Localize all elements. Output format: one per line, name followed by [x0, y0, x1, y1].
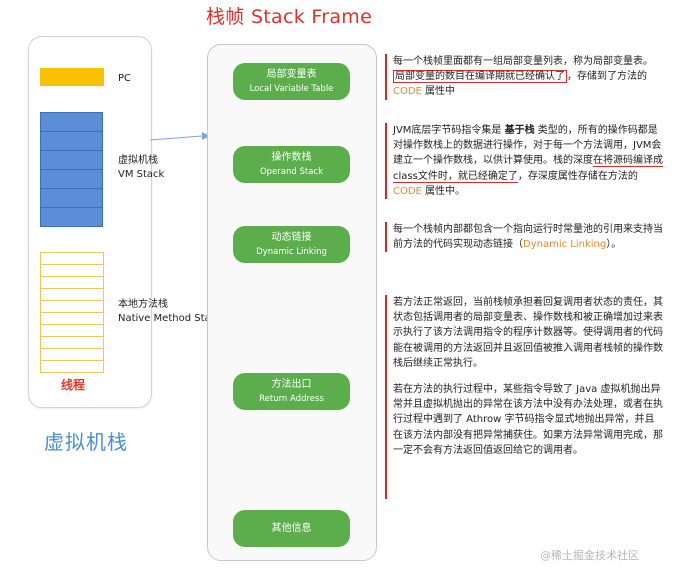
pc-register-box [40, 68, 104, 86]
vm-stack-cell [40, 188, 103, 208]
vm-stack-cell [40, 112, 103, 132]
frame-item-label-cn: 方法出口 [271, 378, 312, 390]
vm-stack-cell [40, 150, 103, 170]
thread-label: 线程 [61, 378, 86, 392]
watermark: @稀土掘金技术社区 [540, 549, 639, 562]
desc-text: 类型的，所有的操作码都是对操作数栈上的数据进行操作，对于每一个方法调用，JVM会… [393, 125, 662, 167]
operand-stack-description: JVM底层字节码指令集是 基于栈 类型的，所有的操作码都是对操作数栈上的数据进行… [385, 123, 663, 200]
desc-text: JVM底层字节码指令集是 [393, 125, 505, 136]
desc-text: 属性中 [421, 86, 456, 98]
native-stack-cell [40, 360, 104, 373]
diagram-title: 栈帧 Stack Frame [206, 6, 373, 28]
frame-item-label-cn: 其他信息 [271, 522, 312, 534]
frame-item-return-address: 方法出口 Return Address [233, 373, 350, 410]
vm-stack-label-cn: 虚拟机栈 [118, 155, 158, 166]
frame-item-other-info: 其他信息 [233, 510, 350, 547]
desc-text: ，存深度属性存储在方法的 [517, 170, 638, 182]
frame-item-label-cn: 动态链接 [271, 231, 312, 243]
native-stack-label-cn: 本地方法栈 [118, 299, 168, 310]
vm-stack-cell [40, 131, 103, 151]
frame-item-dynamic-linking: 动态链接 Dynamic Linking [233, 226, 350, 263]
desc-text: 每一个栈帧里面都有一组局部变量列表，称为局部变量表。 [393, 56, 653, 67]
vm-stack-cell [40, 207, 103, 227]
local-variable-table-description: 每一个栈帧里面都有一组局部变量列表，称为局部变量表。局部变量的数目在编译期就已经… [385, 54, 663, 100]
frame-item-label-en: Return Address [259, 393, 324, 404]
vm-stack-cell [40, 169, 103, 189]
vm-stack-label: 虚拟机栈 VM Stack [118, 154, 164, 182]
native-stack-label: 本地方法栈 Native Method Stack [118, 298, 222, 326]
desc-boxed-text: 局部变量的数目在编译期就已经确认了 [393, 70, 567, 84]
frame-item-operand-stack: 操作数栈 Operand Stack [233, 146, 350, 183]
desc-text: ）。 [606, 239, 622, 251]
desc-underlined-text: 在将源码编译成class文件时，就已经确定了 [393, 155, 663, 183]
frame-item-label-en: Dynamic Linking [256, 246, 327, 257]
arrow-icon [150, 132, 210, 141]
return-exception-text: 若在方法的执行过程中，某些指令导致了 Java 虚拟机抛出异常并且虚拟机抛出的异… [393, 384, 663, 456]
frame-item-label-en: Operand Stack [259, 166, 324, 177]
desc-code-keyword: CODE [393, 185, 422, 197]
frame-item-label-cn: 局部变量表 [266, 68, 317, 80]
dynamic-linking-description: 每一个栈帧内部都包含一个指向运行时常量池的引用来支持当前方法的代码实现动态链接（… [385, 222, 663, 253]
desc-text: 每一个栈帧内部都包含一个指向运行时常量池的引用来支持当前方法的代码实现动态链接（ [393, 224, 663, 251]
pc-label: PC [118, 73, 132, 84]
frame-item-label-en: Local Variable Table [249, 83, 334, 94]
frame-item-local-variable-table: 局部变量表 Local Variable Table [233, 63, 350, 100]
vm-stack-label-en: VM Stack [118, 169, 165, 180]
desc-highlight-text: Dynamic Linking [523, 239, 607, 251]
frame-item-label-cn: 操作数栈 [271, 151, 312, 163]
desc-text: ，存储到了方法的 [567, 71, 647, 83]
desc-bold-text: 基于栈 [504, 125, 535, 136]
native-stack-label-en: Native Method Stack [118, 313, 222, 324]
desc-text: 属性中。 [421, 185, 466, 197]
return-address-description: 若方法正常返回，当前栈帧承担着回复调用者状态的责任，其状态包括调用者的局部变量表… [385, 295, 663, 499]
desc-code-keyword: CODE [393, 86, 422, 98]
stack-frame-panel [207, 44, 377, 561]
return-normal-text: 若方法正常返回，当前栈帧承担着回复调用者状态的责任，其状态包括调用者的局部变量表… [393, 297, 663, 369]
vm-stack-caption: 虚拟机栈 [44, 430, 128, 454]
